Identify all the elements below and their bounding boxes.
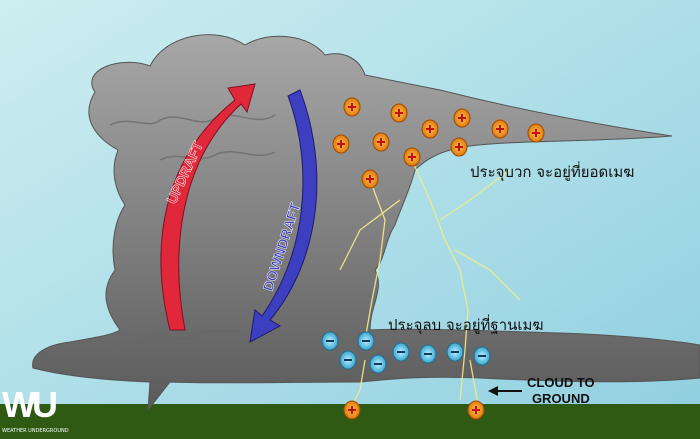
downdraft-arrow xyxy=(249,89,318,343)
negative-charge-icon xyxy=(357,331,375,351)
positive-charge-icon xyxy=(421,119,439,139)
negative-charge-icon xyxy=(369,354,387,374)
positive-charge-icon xyxy=(332,134,350,154)
positive-charge-icon xyxy=(372,132,390,152)
weather-underground-logo: WU WEATHER UNDERGROUND xyxy=(2,384,69,435)
positive-charge-icon xyxy=(390,103,408,123)
cloud-contours xyxy=(89,114,276,356)
cloud-to-ground-line1: CLOUD TO xyxy=(527,375,595,390)
negative-charge-label: ประจุลบ จะอยู่ที่ฐานเมฆ xyxy=(388,316,544,334)
positive-charge-icon xyxy=(403,147,421,167)
positive-charge-icon xyxy=(467,400,485,420)
negative-charge-icon xyxy=(446,342,464,362)
negative-charge-icon xyxy=(473,346,491,366)
logo-mark: WU xyxy=(2,384,58,425)
updraft-arrow xyxy=(160,83,256,331)
lightning xyxy=(339,159,521,406)
positive-charge-label: ประจุบวก จะอยู่ที่ยอดเมฆ xyxy=(470,163,635,181)
negative-charge-icon xyxy=(339,350,357,370)
positive-charge-icon xyxy=(361,169,379,189)
positive-charge-icon xyxy=(343,97,361,117)
positive-charge-icon xyxy=(453,108,471,128)
negative-charge-icon xyxy=(392,342,410,362)
logo-text: WEATHER UNDERGROUND xyxy=(2,428,69,434)
positive-charge-icon xyxy=(491,119,509,139)
positive-charge-icon xyxy=(343,400,361,420)
cloud-to-ground-line2: GROUND xyxy=(531,391,590,406)
negative-charge-icon xyxy=(321,331,339,351)
positive-charge-icon xyxy=(450,137,468,157)
positive-charge-icon xyxy=(527,123,545,143)
negative-charge-icon xyxy=(419,344,437,364)
arrow-head xyxy=(488,386,498,396)
